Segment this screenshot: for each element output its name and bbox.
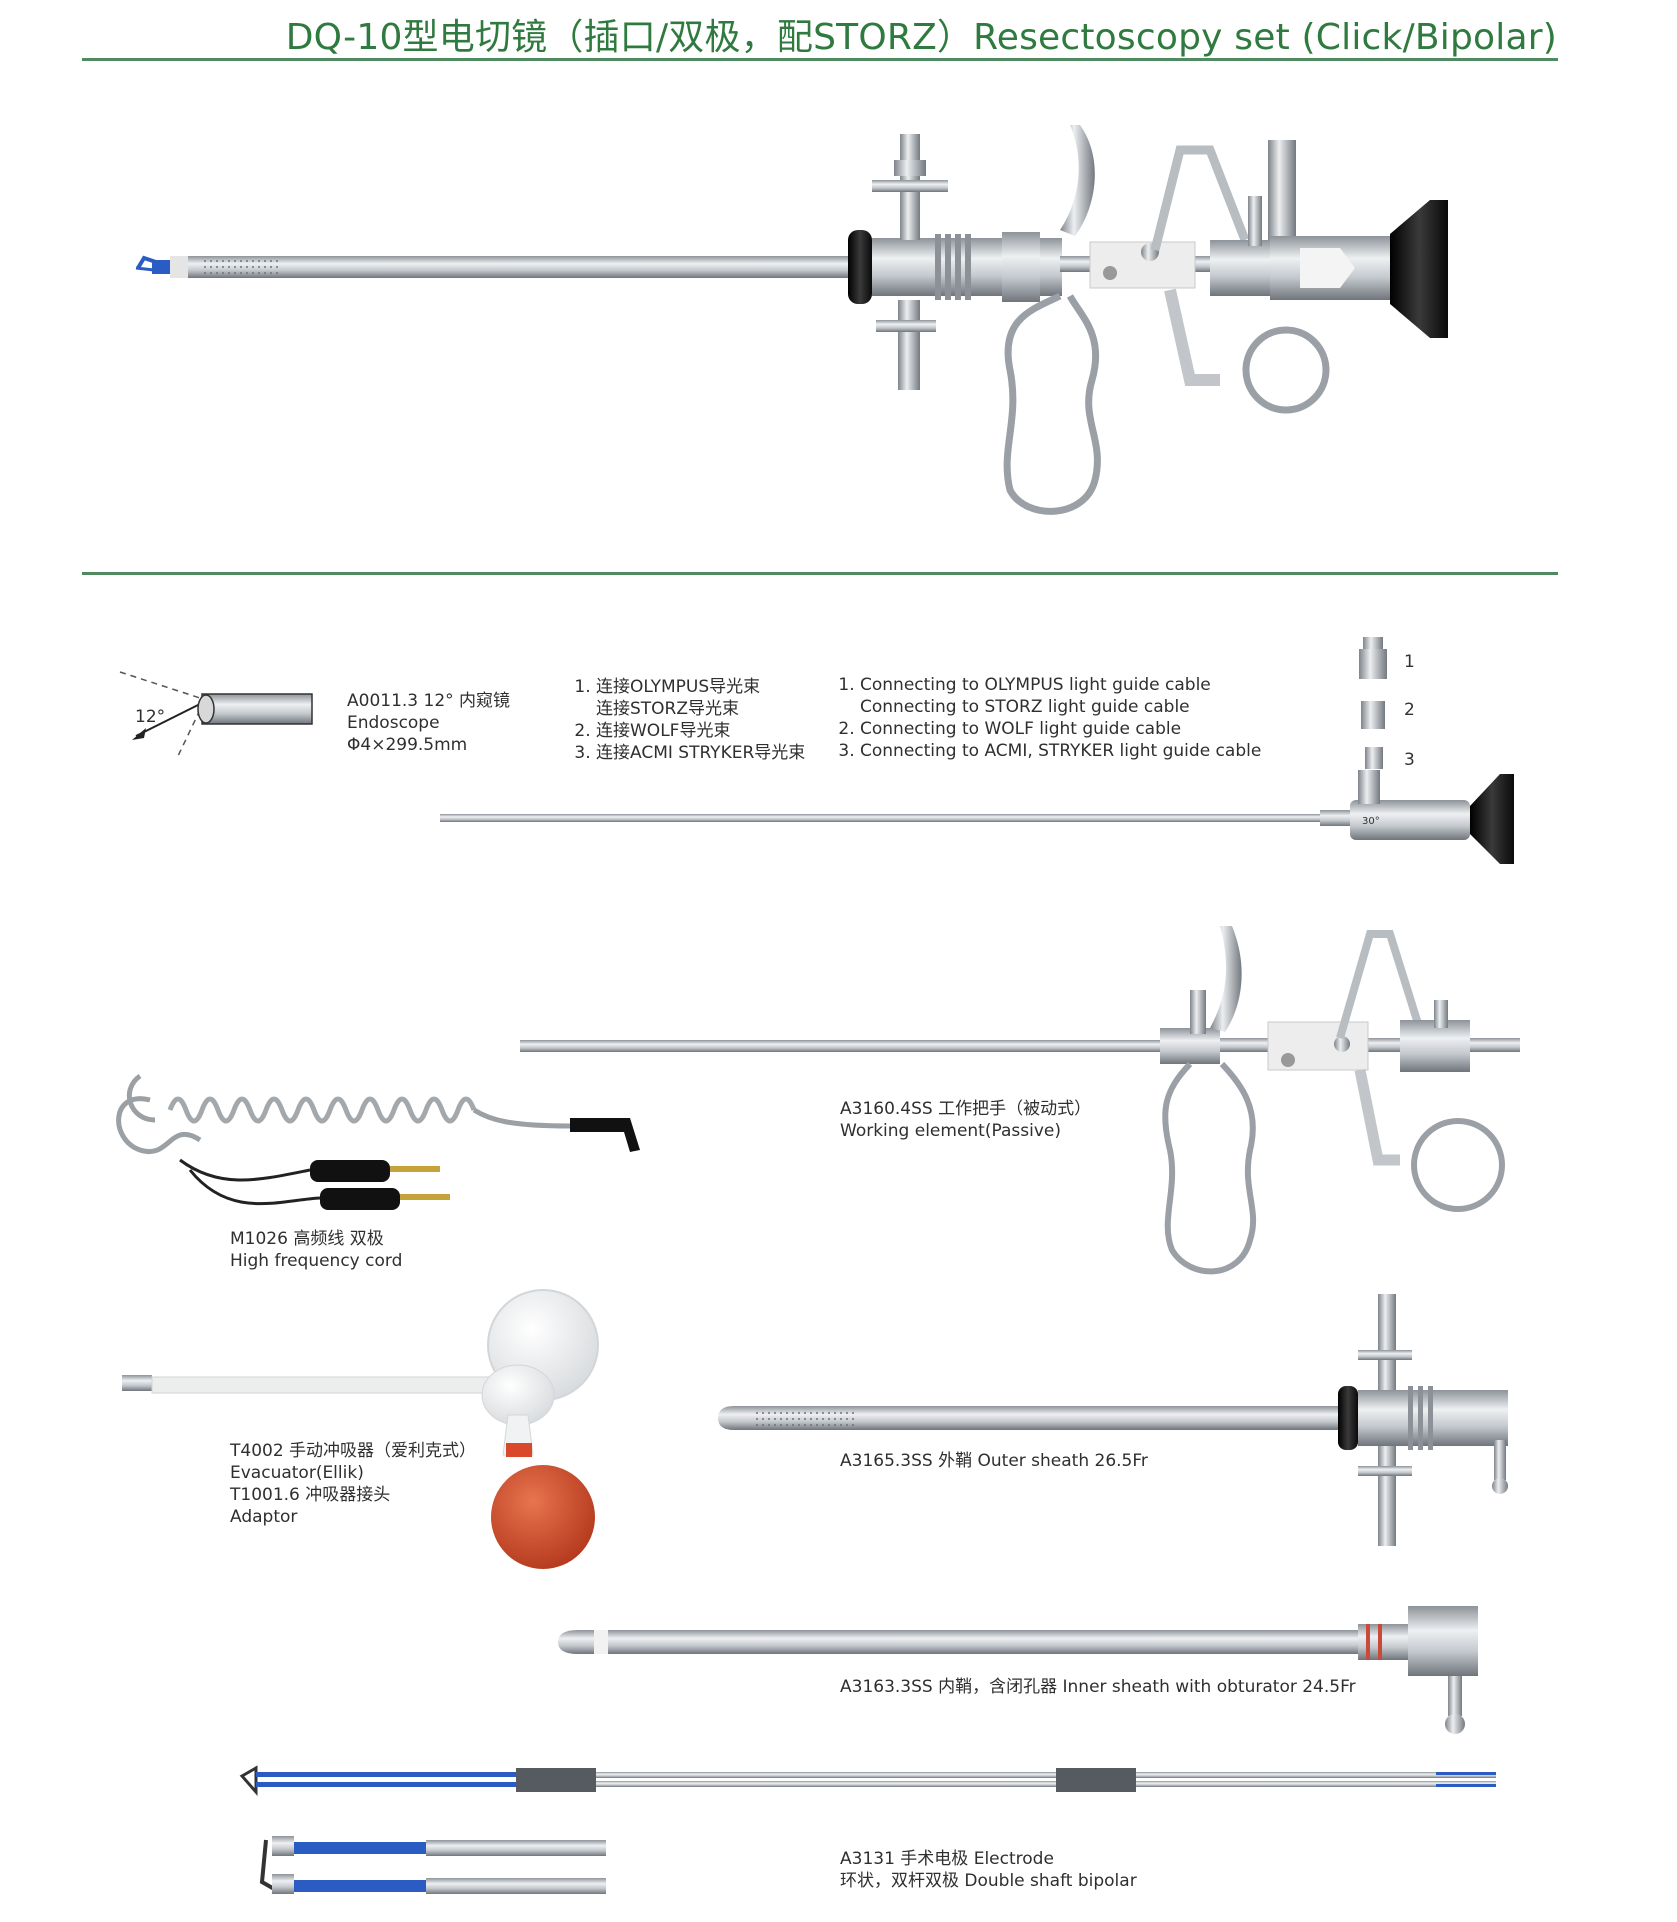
adaptor-code: T1001.6 冲吸器接头 <box>230 1485 391 1505</box>
hf-cord-image <box>116 1073 640 1210</box>
working-element-image <box>520 926 1520 1275</box>
title-divider <box>82 58 1558 61</box>
connection-cn-item: 连接OLYMPUS导光束 连接STORZ导光束 <box>596 676 805 720</box>
connection-en-item: Connecting to OLYMPUS light guide cable … <box>860 674 1261 718</box>
endoscope-size: Φ4×299.5mm <box>347 735 468 755</box>
outer-sheath-label: A3165.3SS 外鞘 Outer sheath 26.5Fr <box>840 1451 1148 1471</box>
endoscope-name: Endoscope <box>347 713 440 733</box>
assembled-resectoscope-image <box>135 125 1448 515</box>
connections-cn-list: 连接OLYMPUS导光束 连接STORZ导光束 连接WOLF导光束 连接ACMI… <box>574 676 805 764</box>
evacuator-image <box>122 1289 599 1569</box>
hf-cord-label: M1026 高频线 双极 High frequency cord <box>230 1228 402 1272</box>
connection-cn-item: 连接ACMI STRYKER导光束 <box>596 742 805 764</box>
working-element-name: Working element(Passive) <box>840 1121 1061 1141</box>
endoscope-image: 30° <box>440 770 1514 864</box>
connections-en-list: Connecting to OLYMPUS light guide cable … <box>838 674 1261 762</box>
evacuator-code: T4002 手动冲吸器（爱利克式） <box>230 1441 477 1461</box>
endoscope-angle-diagram <box>119 671 313 757</box>
connection-en-item: Connecting to ACMI, STRYKER light guide … <box>860 740 1261 762</box>
hf-cord-name: High frequency cord <box>230 1251 403 1271</box>
working-element-code: A3160.4SS 工作把手（被动式） <box>840 1099 1092 1119</box>
electrode-label: A3131 手术电极 Electrode 环状，双杆双极 Double shaf… <box>840 1848 1137 1892</box>
hf-cord-code: M1026 高频线 双极 <box>230 1229 384 1249</box>
electrode-image <box>239 1765 1496 1894</box>
outer-sheath-image <box>718 1294 1508 1546</box>
connection-cn-item: 连接WOLF导光束 <box>596 720 805 742</box>
page-title: DQ-10型电切镜（插口/双极，配STORZ）Resectoscopy set … <box>285 17 1557 58</box>
angle-label: 12° <box>135 707 166 727</box>
evacuator-label: T4002 手动冲吸器（爱利克式） Evacuator(Ellik) T1001… <box>230 1440 476 1528</box>
inner-sheath-image <box>558 1606 1478 1734</box>
working-element-label: A3160.4SS 工作把手（被动式） Working element(Pass… <box>840 1098 1091 1142</box>
adaptor-name: Adaptor <box>230 1507 298 1527</box>
adapter-number: 2 <box>1404 700 1415 720</box>
inner-sheath-label: A3163.3SS 内鞘，含闭孔器 Inner sheath with obtu… <box>840 1677 1356 1697</box>
endoscope-code: A0011.3 12° 内窥镜 <box>347 691 511 711</box>
adapter-number: 3 <box>1404 750 1415 770</box>
connection-en-item: Connecting to WOLF light guide cable <box>860 718 1261 740</box>
adapter-number: 1 <box>1404 652 1415 672</box>
endoscope-label: A0011.3 12° 内窥镜 Endoscope Φ4×299.5mm <box>347 690 510 756</box>
scope-mark: 30° <box>1362 816 1380 827</box>
electrode-code: A3131 手术电极 Electrode <box>840 1849 1054 1869</box>
light-guide-adapters-image <box>1359 637 1387 769</box>
section-divider <box>82 572 1558 575</box>
evacuator-name: Evacuator(Ellik) <box>230 1463 364 1483</box>
electrode-desc: 环状，双杆双极 Double shaft bipolar <box>840 1871 1137 1891</box>
